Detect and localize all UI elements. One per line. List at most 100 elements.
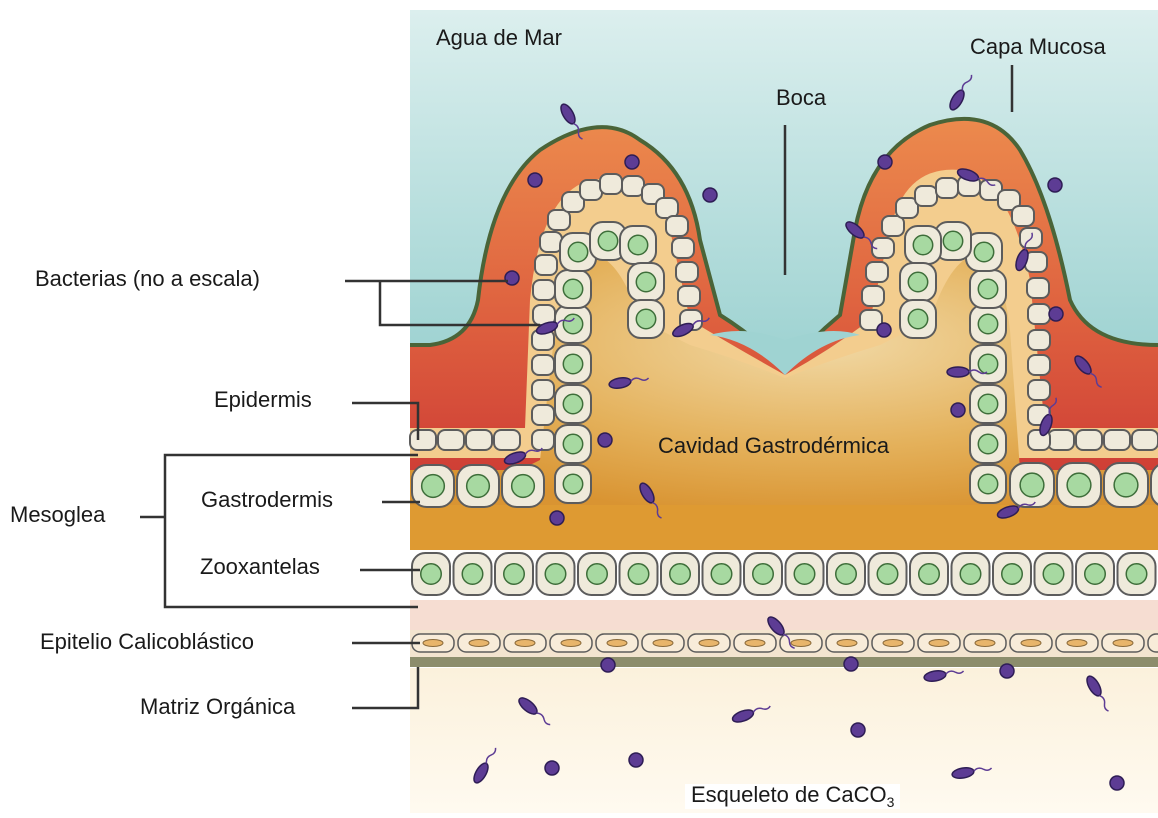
zooxanthella — [636, 272, 655, 291]
epidermal-cell — [1028, 380, 1050, 400]
epidermal-cell — [580, 180, 602, 200]
epidermal-cell — [533, 280, 555, 300]
epidermal-cell — [532, 355, 554, 375]
calicoblastic-nucleus — [423, 640, 443, 647]
zooxanthella — [877, 564, 898, 585]
epidermal-cell — [866, 262, 888, 282]
skeleton-label: Esqueleto de CaCO3 — [685, 784, 900, 809]
epidermal-cell — [494, 430, 520, 450]
organic-matrix-leader — [352, 667, 418, 708]
bacterium-coccus — [844, 657, 858, 671]
zooxanthella — [908, 272, 927, 291]
lower-mesoglea — [410, 600, 1158, 630]
zooxanthella — [978, 434, 997, 453]
bacterium-coccus — [703, 188, 717, 202]
bacterium-coccus — [545, 761, 559, 775]
mesoglea-bracket — [165, 455, 418, 607]
epidermal-cell — [1027, 278, 1049, 298]
gastrodermis-label: Gastrodermis — [201, 489, 333, 511]
epidermal-cell — [915, 186, 937, 206]
epidermal-cell — [410, 430, 436, 450]
calicoblastic-nucleus — [975, 640, 995, 647]
calicoblastic-nucleus — [837, 640, 857, 647]
epidermal-cell — [678, 286, 700, 306]
epidermal-cell — [535, 255, 557, 275]
zooxanthella — [628, 235, 647, 254]
epidermal-cell — [600, 174, 622, 194]
calicoblastic-label: Epitelio Calicoblástico — [40, 631, 254, 653]
zooxanthella — [978, 279, 997, 298]
zooxanthella — [960, 564, 981, 585]
zooxanthella — [836, 564, 857, 585]
epidermal-cell — [1028, 304, 1050, 324]
epidermal-cell — [882, 216, 904, 236]
calicoblastic-nucleus — [1113, 640, 1133, 647]
zooxanthella — [711, 564, 732, 585]
calicoblastic-nucleus — [929, 640, 949, 647]
bacterium-coccus — [877, 323, 891, 337]
epidermal-cell — [1012, 206, 1034, 226]
epidermis-label: Epidermis — [214, 389, 312, 411]
zooxanthella — [943, 231, 962, 250]
zooxanthella — [467, 475, 490, 498]
zooxanthella — [545, 564, 566, 585]
epidermal-cell — [676, 262, 698, 282]
epidermal-cell — [1104, 430, 1130, 450]
bacterium-coccus — [625, 155, 639, 169]
epidermal-cell — [540, 232, 562, 252]
zooxanthella — [563, 314, 582, 333]
epidermal-cell — [1028, 330, 1050, 350]
organic-matrix-label: Matriz Orgánica — [140, 696, 295, 718]
zooxanthella — [978, 354, 997, 373]
bacterium-coccus — [528, 173, 542, 187]
calicoblastic-nucleus — [607, 640, 627, 647]
bacterium-coccus — [505, 271, 519, 285]
skeleton-label-sub: 3 — [887, 794, 895, 810]
zooxanthella — [512, 475, 535, 498]
zooxanthella — [794, 564, 815, 585]
epidermal-cell — [532, 430, 554, 450]
calicoblastic-nucleus — [745, 640, 765, 647]
organic-matrix-band — [410, 657, 1158, 667]
mucus-layer-label: Capa Mucosa — [970, 36, 1106, 58]
epidermal-cell — [548, 210, 570, 230]
calicoblastic-nucleus — [1021, 640, 1041, 647]
epidermis-leader — [352, 403, 418, 440]
calicoblastic-nucleus — [561, 640, 581, 647]
calicoblastic-cell — [1148, 634, 1158, 652]
zooxanthella — [753, 564, 774, 585]
zooxanthella — [908, 309, 927, 328]
calicoblastic-nucleus — [791, 640, 811, 647]
zooxanthella — [978, 474, 997, 493]
epidermal-cell — [622, 176, 644, 196]
bacterium-coccus — [878, 155, 892, 169]
gastrodermal-cavity-label: Cavidad Gastrodérmica — [658, 435, 889, 457]
zooxanthella — [1126, 564, 1147, 585]
calicoblastic-nucleus — [653, 640, 673, 647]
bacterium-coccus — [1049, 307, 1063, 321]
zooxanthella — [422, 475, 445, 498]
epidermal-cell — [466, 430, 492, 450]
zooxanthella — [563, 354, 582, 373]
skeleton-label-main: Esqueleto de CaCO — [691, 782, 887, 807]
epidermal-cell — [532, 380, 554, 400]
zooxanthella — [421, 564, 442, 585]
epidermal-cell — [438, 430, 464, 450]
epidermal-cell — [1028, 355, 1050, 375]
calicoblastic-nucleus — [699, 640, 719, 647]
zooxanthella — [978, 314, 997, 333]
calicoblastic-nucleus — [883, 640, 903, 647]
bacteria-label: Bacterias (no a escala) — [35, 268, 260, 290]
calicoblastic-nucleus — [1067, 640, 1087, 647]
epidermal-cell — [672, 238, 694, 258]
calicoblastic-nucleus — [469, 640, 489, 647]
zooxanthella — [462, 564, 483, 585]
bacterium-body — [947, 367, 969, 377]
zooxanthella — [587, 564, 608, 585]
bacterium-coccus — [851, 723, 865, 737]
bacterium-coccus — [550, 511, 564, 525]
bacterium-coccus — [601, 658, 615, 672]
zooxanthella — [1067, 473, 1091, 497]
